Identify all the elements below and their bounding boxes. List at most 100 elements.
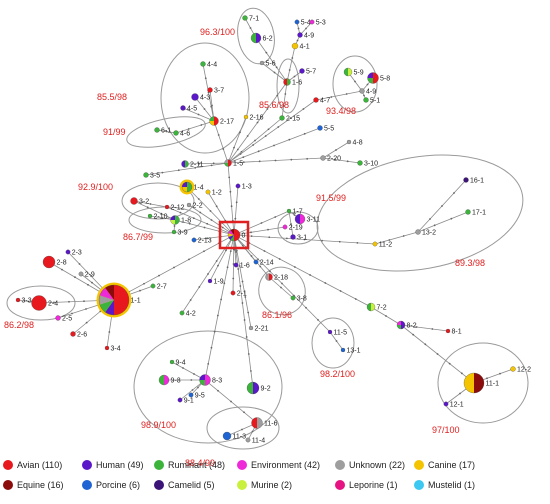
haplotype-node: 11-5: [327, 329, 347, 337]
mutation-step: [206, 237, 209, 240]
haplotype-label: 5-9: [354, 70, 364, 77]
haplotype-label: 11-1: [486, 381, 500, 388]
mutation-step: [260, 222, 263, 224]
haplotype-node: 5-7: [299, 68, 316, 76]
mutation-step: [460, 372, 463, 375]
host-legend: Avian (110) Human (49) Ruminant (48) Env…: [0, 458, 550, 504]
mutation-step: [209, 210, 212, 212]
mutation-step: [305, 306, 307, 309]
network-edge: [227, 116, 247, 164]
mutation-step: [240, 150, 243, 153]
haplotype-slice: [114, 285, 129, 315]
haplotype-slice: [295, 214, 300, 224]
legend-swatch-unknown: [335, 460, 345, 470]
haplotype-slice: [105, 285, 114, 300]
haplotype-slice: [233, 262, 239, 268]
mutation-step: [177, 169, 180, 172]
mutation-step: [249, 370, 252, 372]
mutation-step: [210, 164, 213, 167]
mutation-step: [247, 353, 250, 355]
haplotype-node: 2-10: [147, 214, 168, 221]
mutation-step: [182, 367, 184, 369]
mutation-step: [453, 192, 455, 194]
haplotype-slice: [105, 300, 114, 315]
mutation-step: [146, 206, 149, 209]
mutation-step: [450, 217, 453, 220]
haplotype-slice: [228, 233, 234, 237]
haplotype-slice: [207, 87, 213, 93]
cluster-outline: [133, 330, 283, 444]
legend-swatch-ruminant: [154, 460, 164, 470]
haplotype-node: 2-14: [253, 260, 274, 267]
haplotype-node: 3-10: [357, 160, 378, 168]
haplotype-node: 1-8: [170, 215, 191, 225]
haplotype-node: 2-12: [164, 205, 185, 212]
haplotype-slice: [191, 93, 199, 101]
cluster-support-value: 86.2/98: [4, 320, 34, 330]
haplotype-label: 2-20: [327, 156, 341, 163]
mutation-step: [108, 331, 111, 333]
haplotype-label: 3-11: [307, 217, 321, 224]
cluster-support-value: 91/99: [103, 127, 126, 137]
mutation-step: [366, 83, 369, 86]
mutation-step: [68, 300, 70, 303]
haplotype-outline: [250, 32, 262, 44]
haplotype-label: 3-10: [364, 161, 378, 168]
haplotype-node: 6-2: [250, 32, 273, 44]
haplotype-node: 9-3: [158, 374, 181, 386]
legend-item-human: Human (49): [82, 460, 144, 470]
haplotype-label: 6-1: [161, 128, 171, 135]
mutation-step: [356, 241, 359, 244]
mutation-step: [273, 71, 276, 74]
mutation-step: [223, 282, 226, 285]
mutation-step: [274, 216, 277, 218]
haplotype-slice: [164, 375, 169, 385]
mutation-step: [143, 282, 145, 285]
haplotype-label: 12-2: [517, 367, 531, 374]
network-edge: [166, 206, 235, 236]
haplotype-outline: [367, 72, 379, 84]
haplotype-label: 5-1: [370, 98, 380, 105]
haplotype-slice: [170, 215, 175, 220]
mutation-step: [412, 333, 415, 336]
mutation-step: [250, 235, 253, 238]
haplotype-label: 2-4: [48, 301, 58, 308]
haplotype-node: 9-2: [246, 381, 271, 395]
mutation-step: [238, 265, 241, 267]
haplotype-node: 1-9: [207, 279, 224, 286]
legend-item-avian: Avian (110): [3, 460, 62, 470]
mutation-step: [276, 94, 279, 97]
haplotype-node: 5-3: [309, 20, 326, 27]
haplotype-node: 13-1: [340, 348, 361, 355]
haplotype-slice: [177, 397, 183, 403]
haplotype-slice: [346, 139, 352, 145]
haplotype-slice: [182, 187, 187, 192]
haplotype-slice: [186, 202, 192, 208]
haplotype-slice: [286, 208, 292, 214]
haplotype-node: 4-4: [200, 61, 217, 69]
legend-swatch-canine: [414, 460, 424, 470]
haplotype-slice: [169, 359, 175, 365]
haplotype-node: 5-4: [294, 20, 311, 27]
haplotype-node: 2-2: [186, 202, 203, 210]
haplotype-label: 5-5: [324, 126, 334, 133]
haplotype-node: 9-4: [169, 359, 186, 367]
haplotype-label: 9-1: [184, 398, 194, 405]
haplotype-slice: [224, 159, 228, 163]
haplotype-slice: [327, 329, 333, 335]
haplotype-slice: [463, 177, 469, 183]
mutation-step: [424, 343, 427, 346]
haplotype-outline: [343, 67, 353, 77]
mutation-step: [290, 223, 292, 225]
haplotype-slice: [257, 417, 263, 429]
mutation-step: [211, 104, 213, 107]
haplotype-slice: [415, 229, 421, 235]
mutation-step: [345, 93, 348, 95]
network-edge: [213, 120, 229, 164]
cluster-support-value: 86.7/99: [123, 232, 153, 242]
mutation-step: [278, 258, 281, 260]
mutation-step: [291, 57, 294, 59]
haplotype-outline: [158, 374, 170, 386]
